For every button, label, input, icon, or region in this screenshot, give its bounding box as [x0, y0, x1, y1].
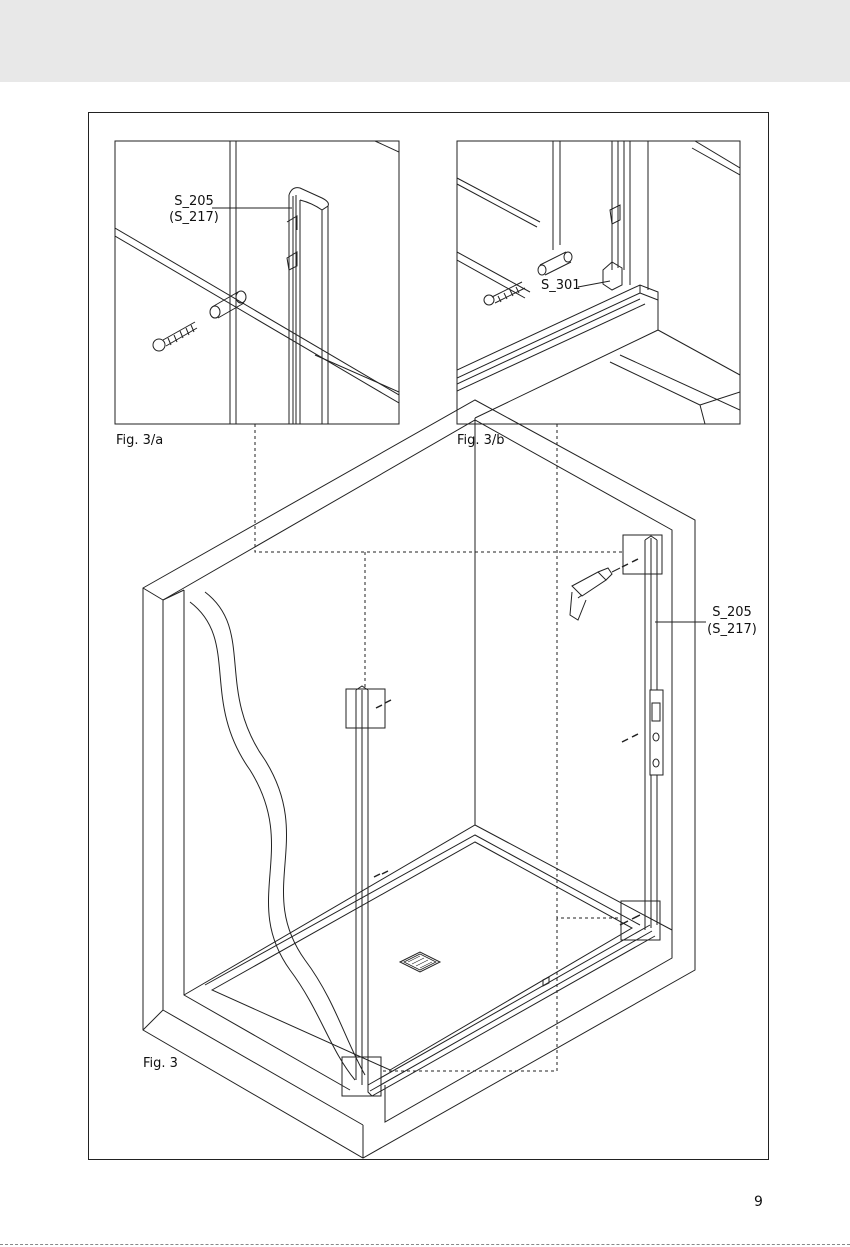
caption-fig-3a: Fig. 3/a [116, 433, 163, 449]
detail-fig-3a [115, 141, 399, 424]
page-number: 9 [754, 1194, 763, 1210]
page-bottom-edge [0, 1244, 850, 1245]
part-label-s217: (S_217) [164, 210, 224, 226]
detail-fig-3b [457, 141, 740, 424]
caption-fig-3b: Fig. 3/b [457, 433, 505, 449]
drill-icon [570, 568, 620, 620]
side-label-s217: (S_217) [704, 622, 760, 638]
side-label-s205: S_205 [704, 605, 760, 621]
caption-fig-3: Fig. 3 [143, 1056, 178, 1072]
part-label-s205: S_205 [164, 194, 224, 210]
callout-lines [255, 424, 623, 1071]
main-fig-3 [143, 400, 706, 1158]
part-label-s301: S_301 [541, 278, 581, 294]
